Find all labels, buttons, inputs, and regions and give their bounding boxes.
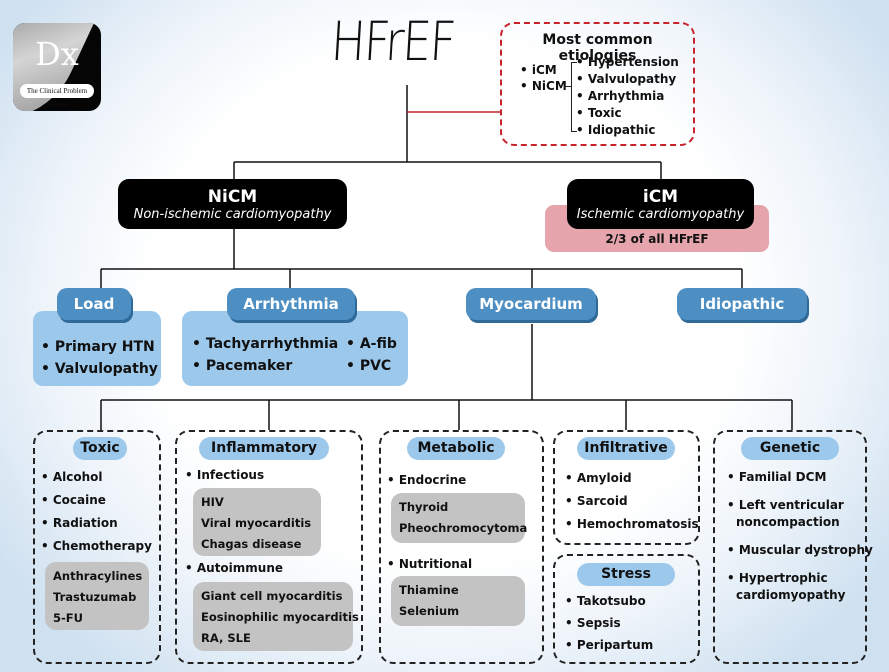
genetic-item-cont: noncompaction	[736, 515, 840, 529]
nutritional-label: Nutritional	[387, 553, 472, 576]
arrhythmia-item: Tachyarrhythmia	[192, 336, 338, 352]
metabolic-label: Metabolic	[407, 437, 505, 460]
stress-label: Stress	[577, 563, 675, 586]
arrhythmia-item: A-fib	[346, 336, 397, 352]
infectious-item: HIV	[201, 495, 224, 509]
stress-box: Stress Takotsubo Sepsis Peripartum	[553, 554, 700, 664]
chemo-item: 5-FU	[53, 611, 83, 625]
nicm-subtitle: Non-ischemic cardiomyopathy	[133, 207, 332, 222]
icm-subtitle: Ischemic cardiomyopathy	[576, 207, 745, 222]
arrhythmia-item: Pacemaker	[192, 358, 293, 374]
metabolic-box: Metabolic Endocrine Thyroid Pheochromocy…	[379, 430, 544, 664]
logo-mark: Dx	[35, 35, 79, 73]
endocrine-item: Thyroid	[399, 500, 449, 514]
autoimmune-label: Autoimmune	[185, 557, 283, 580]
infiltrative-item: Sarcoid	[565, 490, 699, 513]
load-item: Valvulopathy	[41, 361, 158, 377]
genetic-item: Hypertrophic	[727, 570, 873, 587]
bracket	[571, 62, 577, 132]
diagram-title: HFrEF	[329, 10, 457, 73]
toxic-box: Toxic Alcohol Cocaine Radiation Chemothe…	[33, 430, 161, 664]
nicm-cause: Valvulopathy	[576, 71, 679, 88]
nicm-node: NiCM Non-ischemic cardiomyopathy	[118, 179, 347, 229]
arrhythmia-item: PVC	[346, 358, 391, 374]
etiology-groups: iCM NiCM	[520, 62, 567, 94]
infectious-item: Chagas disease	[201, 537, 302, 551]
idiopathic-node: Idiopathic	[677, 288, 807, 320]
genetic-items: Familial DCM Left ventricular noncompact…	[727, 469, 873, 604]
genetic-item: Left ventricular	[727, 497, 873, 514]
toxic-items: Alcohol Cocaine Radiation Chemotherapy	[41, 466, 152, 558]
autoimmune-item: Eosinophilic myocarditis	[201, 610, 359, 624]
bracket-tick	[564, 86, 571, 87]
chemo-box: Anthracylines Trastuzumab 5-FU	[45, 562, 149, 630]
autoimmune-item: Giant cell myocarditis	[201, 589, 343, 603]
endocrine-label: Endocrine	[387, 469, 466, 492]
nicm-label: NiCM	[207, 187, 258, 207]
icm-note: 2/3 of all HFrEF	[605, 232, 709, 246]
infiltrative-item: Amyloid	[565, 467, 699, 490]
infiltrative-items: Amyloid Sarcoid Hemochromatosis	[565, 467, 699, 536]
nicm-causes: Hypertension Valvulopathy Arrhythmia Tox…	[576, 54, 679, 139]
chemo-item: Anthracylines	[53, 569, 143, 583]
myocardium-node: Myocardium	[466, 288, 596, 320]
endocrine-box: Thyroid Pheochromocytoma	[391, 493, 528, 543]
infectious-box: HIV Viral myocarditis Chagas disease	[193, 488, 321, 556]
stress-items: Takotsubo Sepsis Peripartum	[565, 590, 653, 656]
infiltrative-label: Infiltrative	[577, 437, 675, 460]
nicm-cause: Hypertension	[576, 54, 679, 71]
logo: Dx The Clinical Problem Solvers	[13, 23, 101, 111]
icm-label: iCM	[642, 187, 679, 207]
arrhythmia-node: Arrhythmia	[227, 288, 355, 320]
genetic-box: Genetic Familial DCM Left ventricular no…	[713, 430, 873, 664]
chemo-item: Trastuzumab	[53, 590, 137, 604]
load-body: Primary HTN Valvulopathy	[33, 311, 161, 386]
toxic-item: Radiation	[41, 512, 152, 535]
etiology-group: iCM	[520, 62, 567, 78]
etiologies-box: Most common etiologies iCM NiCM Hyperten…	[500, 22, 695, 146]
genetic-label: Genetic	[741, 437, 839, 460]
toxic-label: Toxic	[73, 437, 127, 460]
endocrine-item: Pheochromocytoma	[399, 521, 528, 535]
nicm-cause: Arrhythmia	[576, 88, 679, 105]
nicm-cause: Idiopathic	[576, 122, 679, 139]
genetic-item: Muscular dystrophy	[727, 542, 873, 559]
load-item: Primary HTN	[41, 339, 155, 355]
autoimmune-box: Giant cell myocarditis Eosinophilic myoc…	[193, 582, 359, 651]
stress-item: Takotsubo	[565, 590, 653, 612]
nutritional-box: Thiamine Selenium	[391, 576, 525, 626]
stress-item: Sepsis	[565, 612, 653, 634]
genetic-item-cont: cardiomyopathy	[736, 588, 846, 602]
inflammatory-label: Inflammatory	[199, 437, 329, 460]
infiltrative-box: Infiltrative Amyloid Sarcoid Hemochromat…	[553, 430, 700, 545]
infectious-item: Viral myocarditis	[201, 516, 312, 530]
icm-node: iCM Ischemic cardiomyopathy	[567, 179, 754, 229]
toxic-item: Chemotherapy	[41, 535, 152, 558]
toxic-item: Cocaine	[41, 489, 152, 512]
nutritional-item: Selenium	[399, 604, 460, 618]
genetic-item: Familial DCM	[727, 469, 873, 486]
infiltrative-item: Hemochromatosis	[565, 513, 699, 536]
etiology-group: NiCM	[520, 78, 567, 94]
logo-tagline: The Clinical Problem Solvers	[20, 84, 94, 109]
inflammatory-box: Inflammatory Infectious HIV Viral myocar…	[175, 430, 363, 664]
autoimmune-item: RA, SLE	[201, 631, 251, 645]
nicm-cause: Toxic	[576, 105, 679, 122]
toxic-item: Alcohol	[41, 466, 152, 489]
nutritional-item: Thiamine	[399, 583, 459, 597]
stress-item: Peripartum	[565, 634, 653, 656]
load-node: Load	[57, 288, 131, 320]
infectious-label: Infectious	[185, 464, 264, 487]
arrhythmia-body: Tachyarrhythmia Pacemaker A-fib PVC	[182, 311, 408, 386]
